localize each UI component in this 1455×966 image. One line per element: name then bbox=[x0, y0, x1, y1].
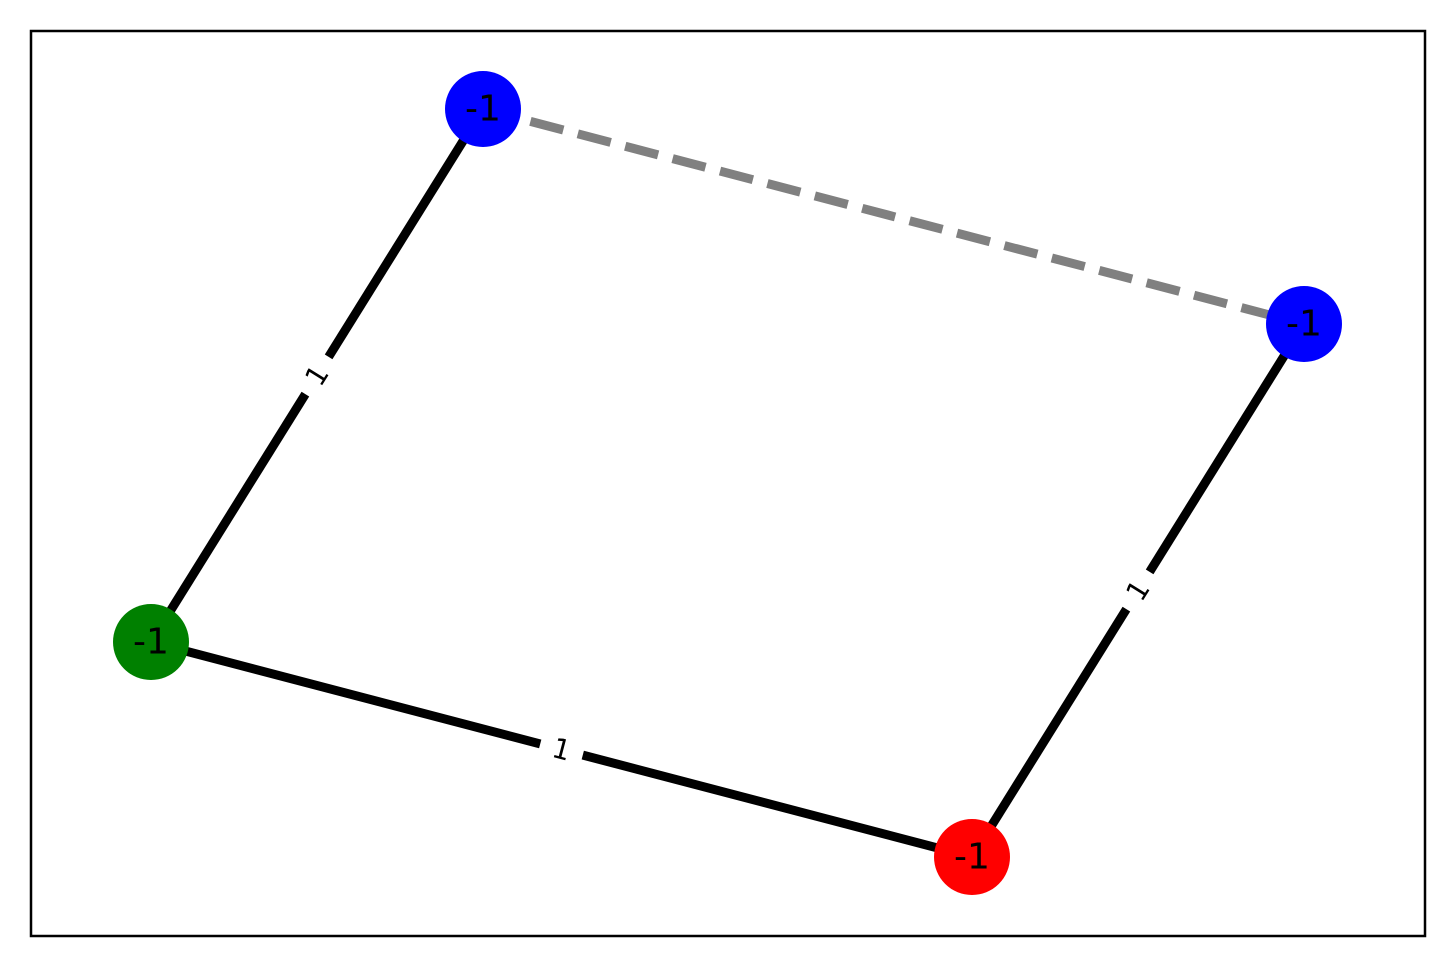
node-label: -1 bbox=[954, 837, 990, 878]
edge-label-group: 1 bbox=[534, 722, 589, 777]
node-label: -1 bbox=[465, 89, 501, 130]
edges-layer: 1 1 1 bbox=[147, 104, 1308, 862]
node-n1 bbox=[445, 71, 521, 147]
node-n4 bbox=[934, 819, 1010, 895]
node-label: -1 bbox=[1286, 304, 1322, 345]
edge-label-background bbox=[534, 722, 589, 777]
edge-label-background bbox=[286, 345, 348, 406]
edge-label-group: 1 bbox=[286, 345, 348, 406]
node-n3 bbox=[113, 604, 189, 680]
plot-frame bbox=[29, 29, 1427, 938]
node-n2 bbox=[1266, 286, 1342, 362]
edge-n1-n2 bbox=[481, 104, 1306, 329]
nodes-layer: -1 -1 -1 -1 bbox=[113, 71, 1342, 895]
edge-label-background bbox=[1107, 560, 1169, 621]
edge-label-group: 1 bbox=[1107, 560, 1169, 621]
node-label: -1 bbox=[133, 622, 169, 663]
